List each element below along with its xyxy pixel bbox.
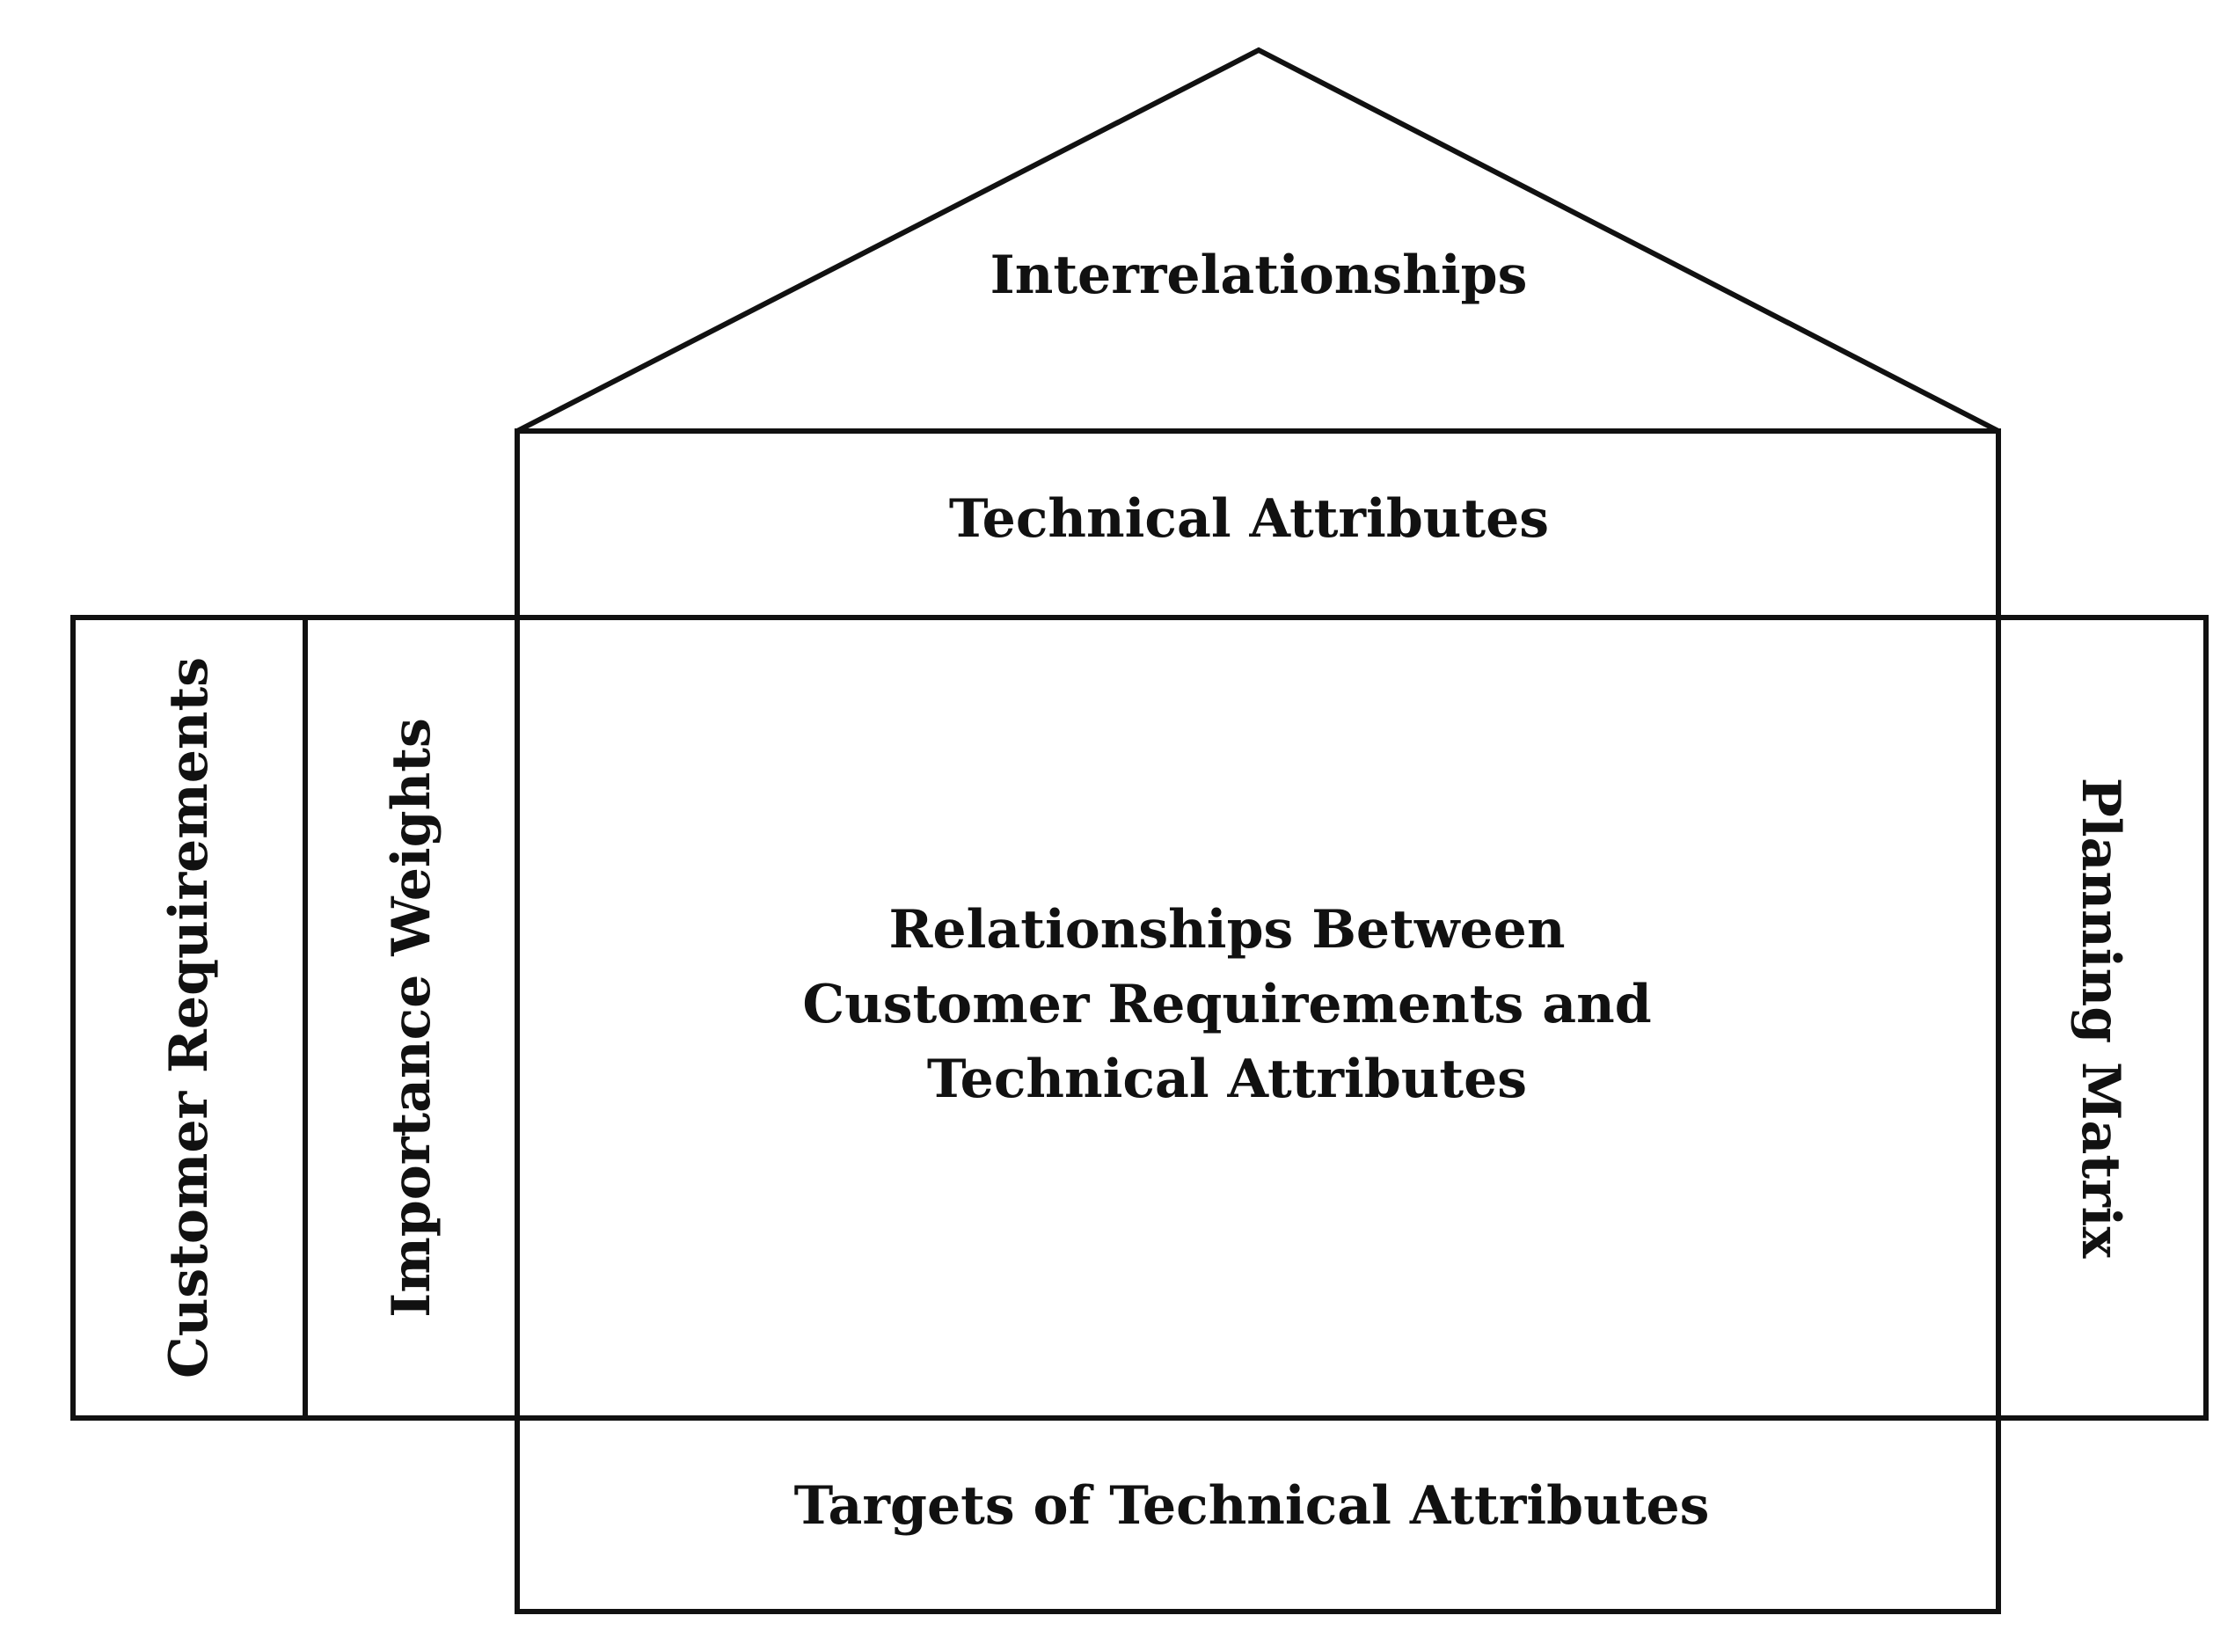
- importance-weights-label: Importance Weights: [381, 718, 442, 1317]
- roof-triangle: [515, 47, 2000, 434]
- targets-label: Targets of Technical Attributes: [794, 1475, 1710, 1537]
- relationships-label-line3: Technical Attributes: [927, 1049, 1527, 1110]
- planning-matrix-box: [1996, 615, 2209, 1421]
- targets-box: [515, 1415, 2001, 1614]
- customer-requirements-label: Customer Requirements: [158, 657, 220, 1378]
- relationships-label-line2: Customer Requirements and: [802, 974, 1651, 1035]
- roof-label: Interrelationships: [990, 245, 1528, 306]
- relationships-label-line1: Relationships Between: [889, 899, 1566, 961]
- technical-attributes-label: Technical Attributes: [949, 488, 1549, 550]
- planning-matrix-label: Planning Matrix: [2070, 778, 2131, 1260]
